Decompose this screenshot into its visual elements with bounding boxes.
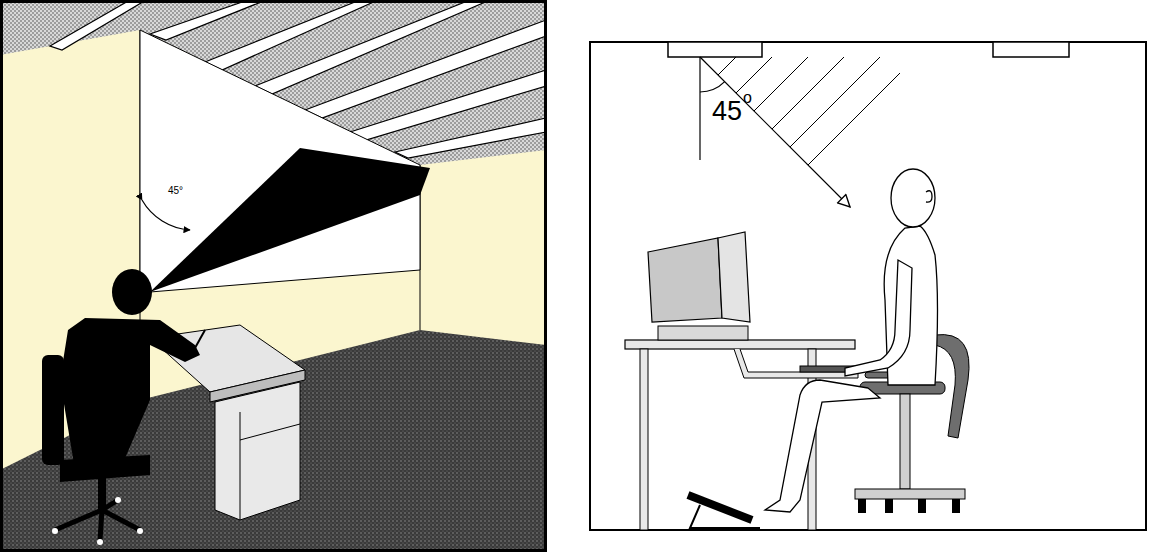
ceiling-light	[668, 42, 762, 57]
hatch-line	[790, 57, 880, 147]
caster	[858, 499, 866, 513]
angle-arc	[700, 82, 725, 92]
degree-superscript: o	[743, 90, 752, 106]
light-beam	[255, 0, 490, 94]
hatching	[718, 57, 900, 165]
caster	[885, 499, 893, 513]
head	[112, 269, 152, 315]
panel-frame	[590, 42, 1146, 530]
person-silhouette	[42, 269, 205, 513]
caster	[137, 528, 143, 534]
desk-top	[625, 340, 855, 349]
keyboard-tray	[734, 349, 858, 378]
light-beam	[50, 0, 146, 50]
chair-stem	[900, 394, 910, 489]
hatch-line	[772, 57, 844, 129]
chair-back	[42, 355, 64, 465]
caster	[952, 499, 960, 513]
angle-arc	[142, 200, 190, 230]
hatch-line	[754, 57, 808, 111]
hatch-line	[718, 57, 736, 75]
caster	[97, 539, 103, 545]
footrest	[688, 495, 752, 520]
casters	[858, 499, 960, 513]
monitor-base	[658, 326, 748, 340]
light-ray-arrow	[700, 57, 850, 207]
view-wedge	[150, 148, 430, 292]
casters	[52, 497, 143, 545]
chair-leg	[55, 510, 102, 530]
drawer-line	[240, 424, 300, 440]
chair-leg	[100, 510, 102, 540]
footrest-stand	[690, 505, 760, 528]
panel-frame	[2, 2, 546, 551]
hatch-line	[736, 57, 772, 93]
desk-drawers	[215, 382, 300, 520]
ceiling-light	[993, 42, 1069, 57]
chair-seat	[60, 455, 150, 482]
vertical-reference	[699, 57, 700, 160]
monitor-screen	[718, 232, 750, 322]
person-outline	[765, 169, 938, 512]
chair-base	[55, 500, 140, 540]
wall	[0, 0, 546, 552]
leg	[765, 380, 880, 512]
monitor-body	[648, 238, 722, 322]
light-beam	[395, 118, 546, 158]
chair-leg	[102, 510, 140, 530]
caster	[115, 497, 121, 503]
hatch-line	[808, 73, 900, 165]
workstation-side-view	[590, 42, 1146, 530]
angle-label: 45	[712, 98, 742, 125]
office-perspective	[0, 0, 546, 552]
ear	[926, 191, 932, 202]
head	[891, 169, 935, 227]
arm	[845, 260, 912, 376]
light-beam	[305, 20, 546, 118]
drawer-edge	[240, 412, 241, 520]
caster	[52, 528, 58, 534]
angle-label: 45°	[168, 186, 183, 196]
torso	[60, 318, 200, 470]
caster	[918, 499, 926, 513]
chair-base	[855, 489, 965, 499]
pen	[195, 330, 205, 348]
light-beam	[150, 0, 266, 40]
desk-leg	[640, 349, 648, 530]
